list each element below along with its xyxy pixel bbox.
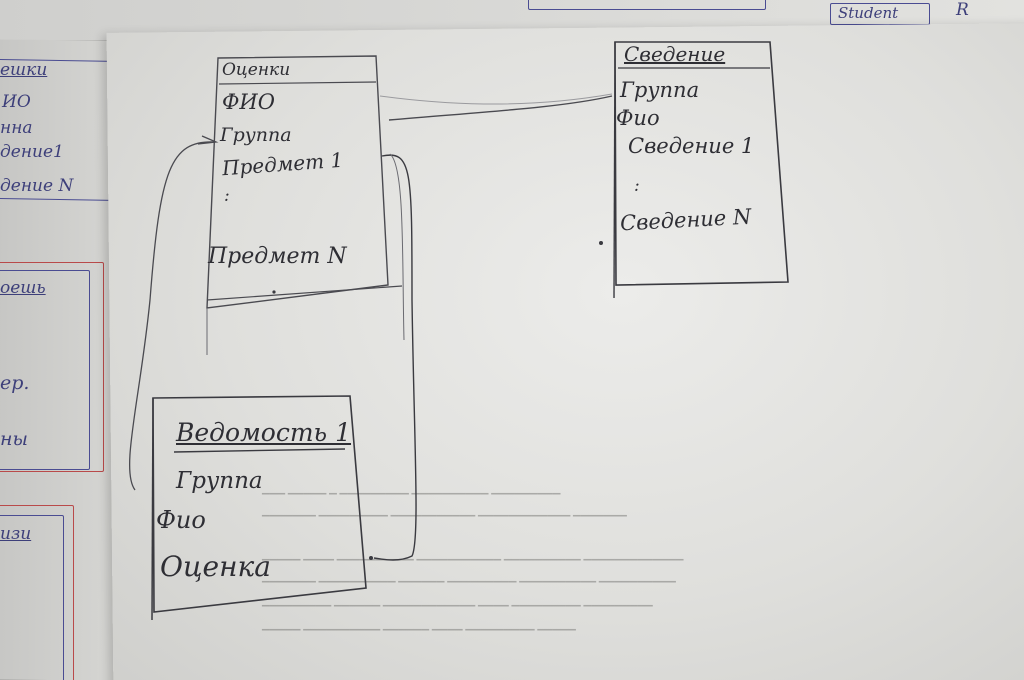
printed-text-bleed: ▁▁▁▁▁▁▁ ▁▁▁▁▁▁▁▁▁▁ ▁▁▁▁▁▁ ▁▁▁▁▁▁▁▁▁ ▁▁▁▁… [262, 572, 676, 583]
vedomost-field: Фио [156, 506, 206, 534]
svedenie-title: Сведение [624, 42, 726, 66]
ocenki-title: Оценки [222, 60, 291, 80]
ocenki-field: Группа [220, 124, 292, 146]
left-box-1-line: дение N [0, 176, 74, 196]
vedomost-field: Группа [176, 468, 263, 494]
svedenie-field: Сведение 1 [628, 134, 755, 158]
left-box-1-line: ИО [2, 92, 31, 112]
left-box-1-line: нна [0, 118, 33, 138]
printed-text-bleed: ▁▁▁▁▁▁▁▁▁ ▁▁▁▁▁▁ ▁▁▁▁▁▁▁▁▁▁▁▁ ▁▁▁▁ ▁▁▁▁▁… [262, 596, 653, 607]
background-box [528, 0, 766, 10]
left-box-2-red [0, 262, 104, 472]
ocenki-field: : [224, 186, 230, 206]
left-box-3 [0, 515, 64, 680]
printed-text-bleed: ▁▁▁▁▁▁▁ ▁▁▁▁▁▁▁▁▁ ▁▁▁▁▁▁▁▁▁▁▁ ▁▁▁▁▁▁▁▁▁▁… [262, 506, 627, 517]
svedenie-field: Группа [620, 78, 700, 102]
ocenki-field: Предмет N [208, 244, 347, 269]
left-box-3-title: изи [0, 524, 32, 544]
printed-text-bleed: ▁▁▁ ▁▁▁▁▁ ▁ ▁▁▁▁▁▁▁▁▁ ▁▁▁▁▁▁▁▁▁▁ ▁▁▁▁▁▁▁… [262, 484, 561, 495]
left-box-2 [0, 270, 90, 470]
printed-text-bleed: ▁▁▁▁▁ ▁▁▁▁▁▁▁▁▁▁ ▁▁▁▁▁▁ ▁▁▁▁ ▁▁▁▁▁▁▁▁▁ ▁… [262, 620, 576, 631]
left-box-2-line: ны [0, 428, 28, 450]
r-label: R [956, 0, 969, 20]
left-box-1-title: ешки [0, 60, 48, 80]
vedomost-field: Оценка [160, 550, 271, 583]
student-label: Student [838, 4, 899, 22]
svedenie-field: Фио [616, 106, 660, 130]
left-box-1-line: дение1 [0, 142, 64, 162]
svedenie-field: : [634, 176, 640, 196]
ocenki-field: ФИО [222, 90, 275, 114]
left-box-2-line: ер. [0, 372, 30, 394]
left-box-2-title: оешь [0, 278, 46, 298]
printed-text-bleed: ▁▁▁▁▁ ▁▁▁▁ ▁▁▁▁▁▁▁▁▁▁ ▁▁▁▁▁▁▁▁▁▁▁ ▁▁▁▁▁▁… [262, 550, 684, 561]
left-box-3-red [0, 505, 74, 680]
vedomost-title: Ведомость 1 [176, 418, 352, 447]
